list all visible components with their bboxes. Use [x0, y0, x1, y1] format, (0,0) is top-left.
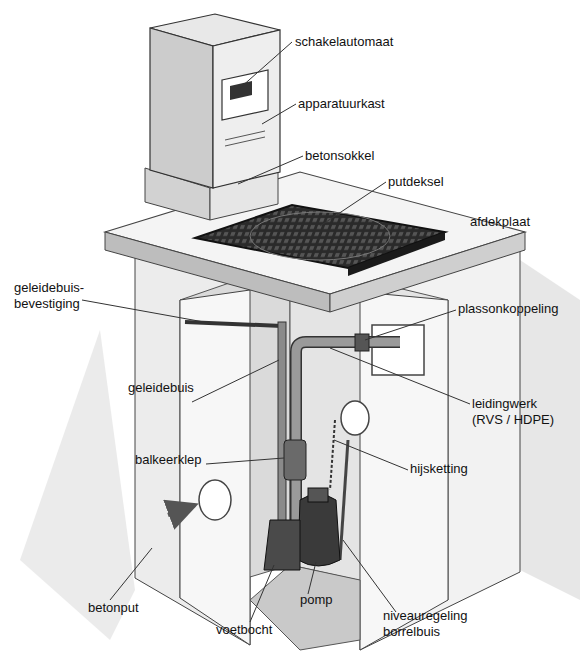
circuit-breaker-panel: [222, 70, 268, 120]
leader-line: [192, 360, 279, 402]
ground-shade: [20, 330, 135, 640]
leader-line: [320, 182, 386, 226]
part-label: geleidebuis: [128, 380, 228, 396]
part-label: plassonkoppeling: [458, 301, 583, 317]
leader-lines: [82, 42, 470, 622]
lifting-chain: [330, 420, 335, 490]
leader-line: [334, 440, 408, 470]
leader-line: [240, 42, 292, 88]
part-label: voetbocht: [216, 622, 316, 638]
part-label: balkeerklep: [135, 452, 235, 468]
part-label: niveauregeling borrelbuis: [383, 608, 479, 640]
guide-bracket: [185, 322, 282, 326]
part-label: betonput: [88, 600, 188, 616]
part-label: leidingwerk (RVS / HDPE): [472, 396, 564, 428]
pump: [298, 494, 340, 566]
pit-floor: [250, 565, 360, 650]
leader-line: [262, 104, 296, 124]
part-label: betonsokkel: [305, 148, 425, 164]
flow-arrow: [168, 505, 195, 515]
leader-line: [110, 548, 152, 600]
leader-line: [250, 565, 274, 622]
part-label: putdeksel: [388, 174, 508, 190]
cabinet-front: [213, 30, 280, 188]
part-label: apparatuurkast: [298, 96, 418, 112]
vent-slot: [225, 137, 265, 146]
part-label: hijsketting: [410, 461, 530, 477]
leader-line: [238, 156, 303, 184]
part-label: geleidebuis- bevestiging: [14, 280, 96, 312]
leader-line: [343, 540, 396, 612]
leader-line: [330, 348, 470, 404]
part-label: afdekplaat: [470, 214, 580, 230]
pump-motor-top: [308, 488, 328, 502]
part-label: schakelautomaat: [295, 34, 415, 50]
display: [230, 81, 252, 100]
leader-line: [206, 458, 284, 464]
wall-cut: [180, 290, 250, 645]
cabinet-side: [150, 28, 213, 188]
ball-check-valve: [284, 440, 306, 480]
wall-opening: [341, 401, 369, 435]
leader-line: [82, 300, 215, 324]
coupling: [355, 334, 369, 351]
pit-wall: [135, 250, 250, 645]
duckfoot-bend: [264, 520, 300, 570]
leader-line: [308, 562, 316, 594]
cover-ring: [250, 212, 390, 260]
manhole-cover-edge: [348, 232, 445, 276]
inlet-opening: [199, 480, 231, 520]
part-label: pomp: [300, 592, 360, 608]
leader-line: [365, 310, 456, 340]
